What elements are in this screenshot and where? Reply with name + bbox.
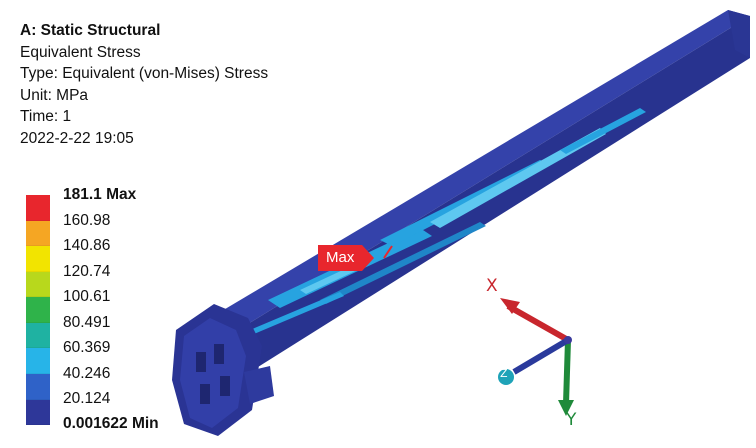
triad-x-axis: [506, 303, 570, 343]
legend-min-label: 0.001622 Min: [63, 415, 159, 432]
legend-label: 80.491: [63, 313, 111, 331]
legend-label: 120.74: [63, 262, 111, 280]
legend-label: 20.124: [63, 390, 111, 407]
stress-band-5: [560, 108, 646, 154]
stress-band-7: [250, 292, 344, 334]
legend-max-label: 181.1 Max: [63, 186, 137, 203]
triad-y-axis: [563, 339, 571, 405]
legend-swatch: [26, 195, 50, 221]
result-name: Equivalent Stress: [20, 43, 141, 61]
legend-swatch: [26, 297, 50, 323]
result-unit: Unit: MPa: [20, 86, 89, 104]
result-timestamp: 2022-2-22 19:05: [20, 129, 134, 147]
triad-z-label: Z: [500, 367, 508, 380]
analysis-title: A: Static Structural: [20, 22, 161, 39]
result-type: Type: Equivalent (von-Mises) Stress: [20, 65, 269, 82]
shaft-end-face: [728, 10, 750, 58]
legend-color-bar: [26, 195, 50, 426]
flange-slot-4: [220, 376, 230, 396]
legend-label: 40.246: [63, 364, 111, 382]
legend-swatch: [26, 220, 50, 247]
triad-z-arrowhead: [498, 369, 514, 385]
triad-origin: [564, 336, 572, 344]
shaft-top-face: [210, 10, 750, 330]
triad-y-arrowhead: [558, 400, 574, 416]
stress-band-6: [320, 222, 486, 304]
result-time: Time: 1: [20, 108, 72, 125]
triad-x-arrowhead: [500, 298, 520, 314]
legend-label: 140.86: [63, 237, 111, 254]
legend-swatch: [26, 322, 50, 349]
legend-swatch: [26, 399, 50, 426]
max-probe-pointer: [362, 245, 375, 271]
flange-tab: [244, 366, 274, 404]
flange-slot-2: [214, 344, 224, 364]
max-probe-line: [383, 245, 393, 259]
legend-swatch: [26, 373, 50, 400]
triad-y-label: Y: [566, 410, 577, 430]
legend-label: 100.61: [63, 288, 111, 305]
legend-swatch: [26, 271, 50, 298]
flange-slot-3: [200, 384, 210, 404]
flange-front: [180, 318, 246, 428]
triad-x-label: X: [486, 276, 498, 296]
flange-slot-1: [196, 352, 206, 372]
stress-band-3: [430, 128, 606, 228]
max-probe-tag[interactable]: Max: [318, 245, 375, 271]
triad-z-axis: [512, 337, 570, 375]
max-probe-label: Max: [318, 245, 363, 271]
legend-swatch: [26, 246, 50, 272]
result-header: A: Static Structural Equivalent Stress T…: [20, 20, 268, 149]
legend-swatch: [26, 348, 50, 374]
legend-label: 60.369: [63, 339, 111, 356]
legend-label: 160.98: [63, 211, 111, 229]
